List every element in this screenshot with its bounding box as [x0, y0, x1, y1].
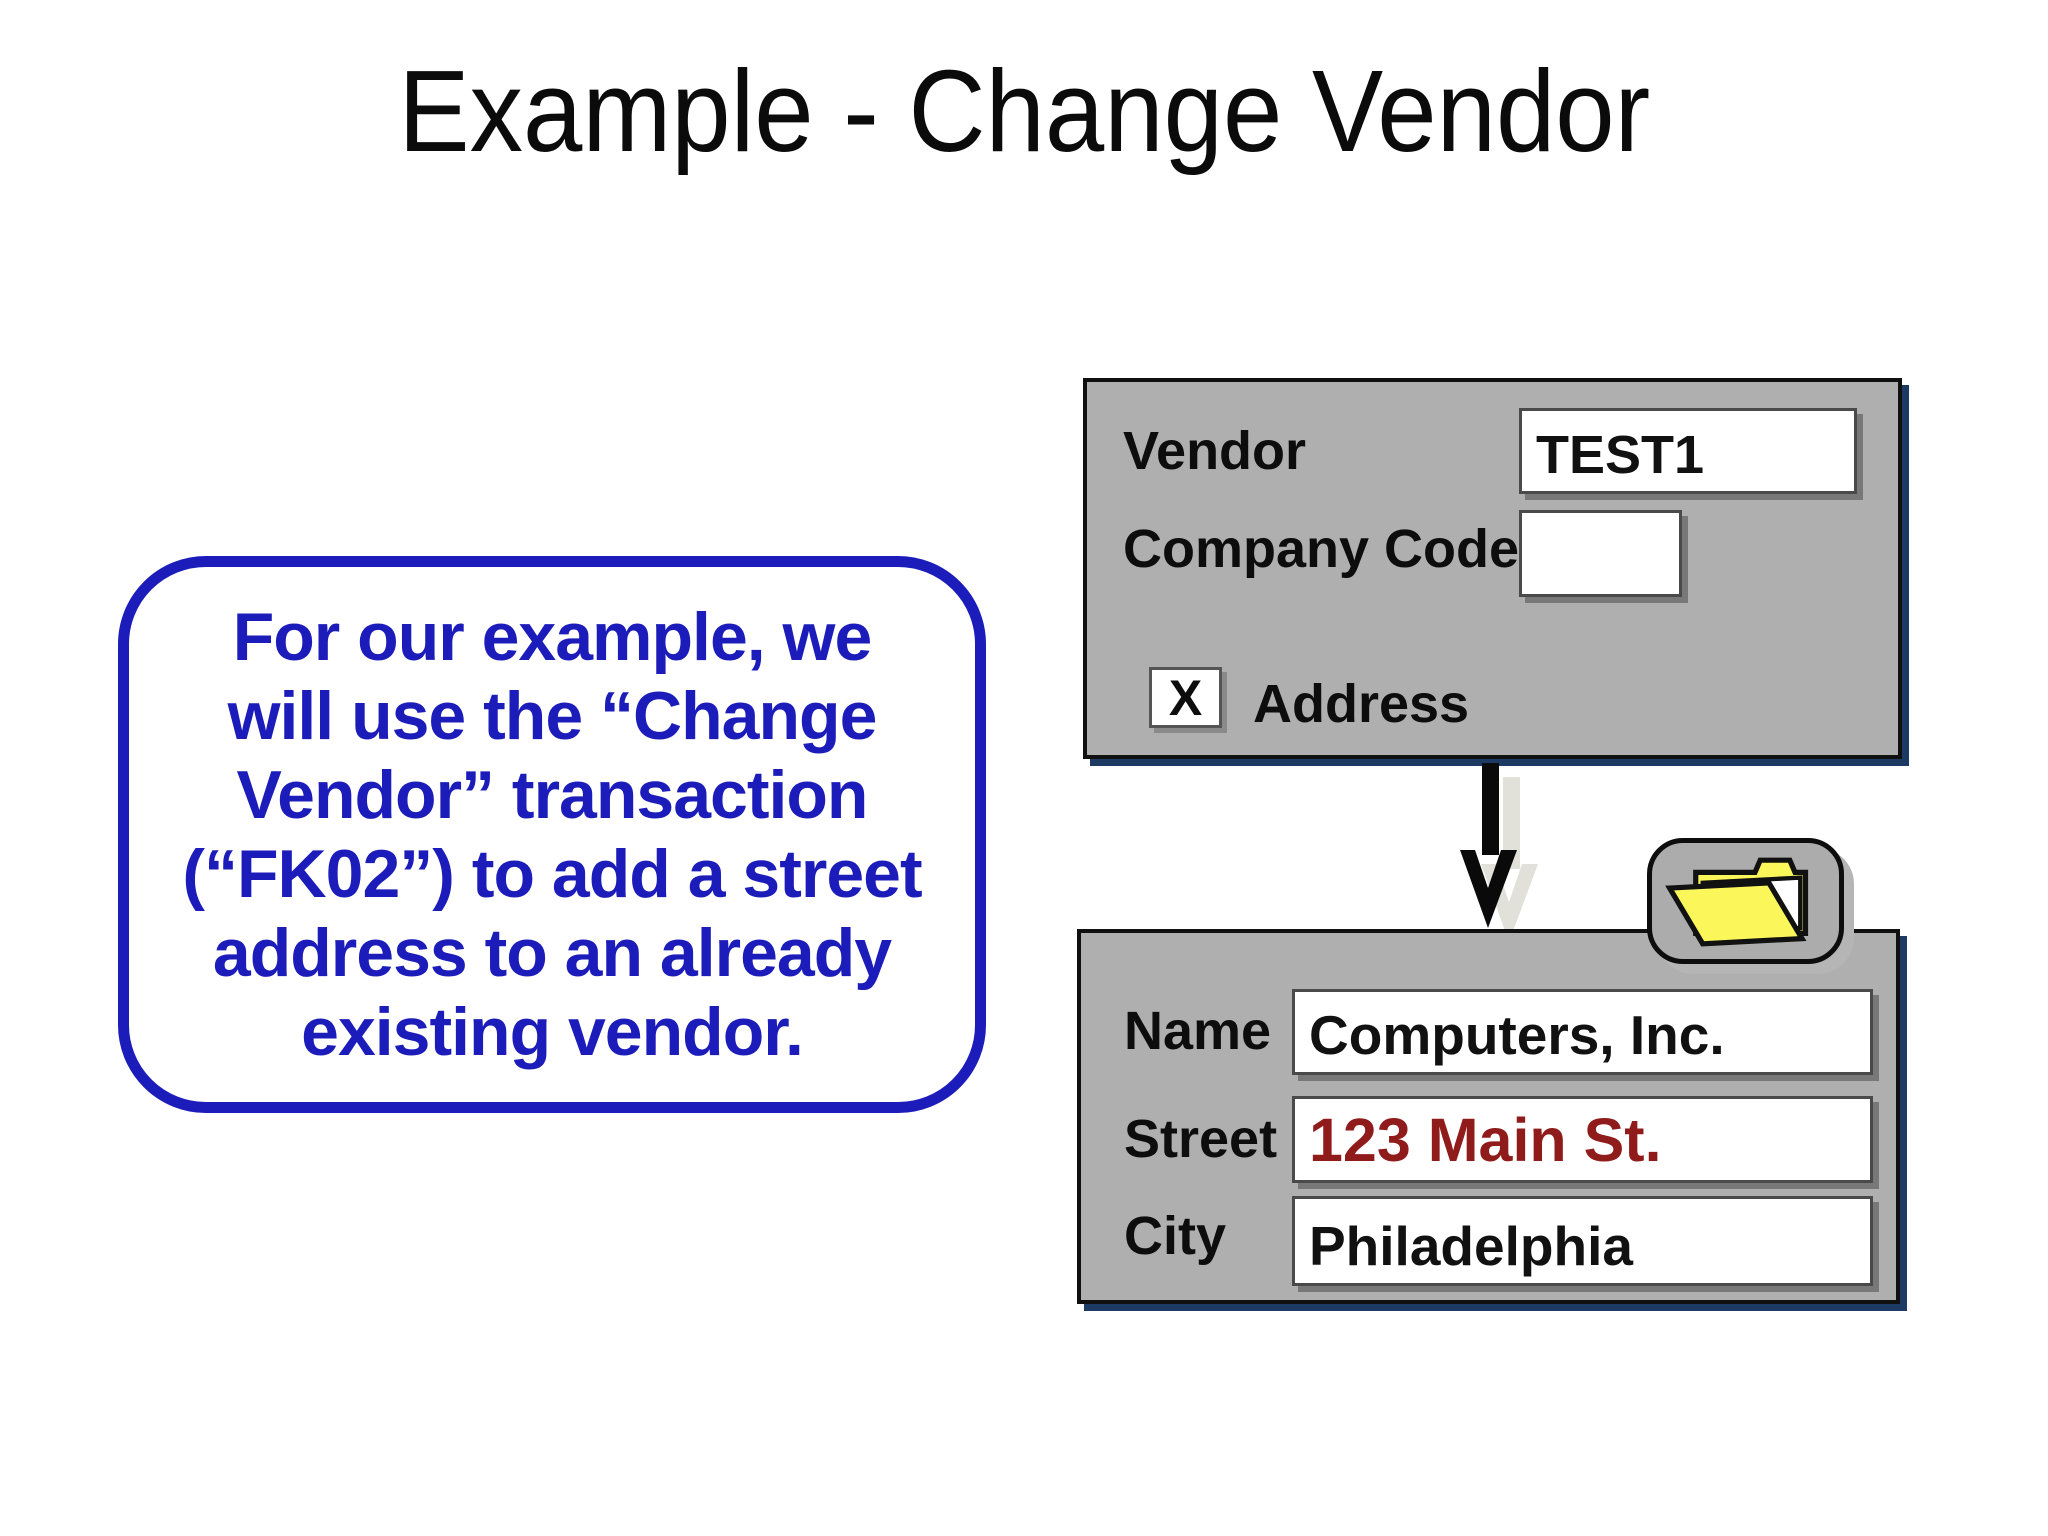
- vendor-input[interactable]: TEST1: [1519, 408, 1857, 494]
- address-label: Address: [1253, 674, 1470, 734]
- open-folder-icon: [1665, 857, 1809, 947]
- street-label: Street: [1124, 1109, 1278, 1169]
- callout-line: (“FK02”) to add a street: [182, 835, 922, 912]
- name-label: Name: [1124, 1001, 1272, 1061]
- open-folder-button[interactable]: [1647, 838, 1844, 964]
- vendor-form-panel: Vendor TEST1 Company Code X Address: [1083, 378, 1902, 759]
- address-form-panel: Name Computers, Inc. Street 123 Main St.…: [1077, 929, 1900, 1304]
- name-input[interactable]: Computers, Inc.: [1292, 989, 1873, 1075]
- callout-line: address to an already: [212, 914, 892, 991]
- callout-text: For our example, we will use the “Change…: [182, 598, 922, 1072]
- vendor-value: TEST1: [1536, 425, 1705, 485]
- street-value: 123 Main St.: [1309, 1106, 1662, 1174]
- callout-line: will use the “Change: [227, 677, 878, 754]
- company-code-input[interactable]: [1519, 510, 1682, 597]
- callout-box: For our example, we will use the “Change…: [118, 556, 986, 1113]
- name-value: Computers, Inc.: [1309, 1004, 1725, 1066]
- vendor-label: Vendor: [1123, 421, 1307, 481]
- page-title-text: Example - Change Vendor: [398, 46, 1650, 176]
- callout-line: existing vendor.: [301, 993, 804, 1070]
- down-arrow-icon: [1460, 763, 1538, 935]
- street-input[interactable]: 123 Main St.: [1292, 1096, 1873, 1183]
- city-value: Philadelphia: [1309, 1215, 1633, 1277]
- page-title: Example - Change Vendor: [0, 42, 2048, 181]
- company-code-label: Company Code: [1123, 519, 1520, 579]
- address-checkbox[interactable]: X: [1149, 667, 1222, 728]
- address-checkbox-mark: X: [1168, 669, 1203, 726]
- city-label: City: [1124, 1206, 1227, 1266]
- callout-line: Vendor” transaction: [236, 756, 869, 833]
- callout-line: For our example, we: [232, 598, 873, 675]
- city-input[interactable]: Philadelphia: [1292, 1196, 1873, 1286]
